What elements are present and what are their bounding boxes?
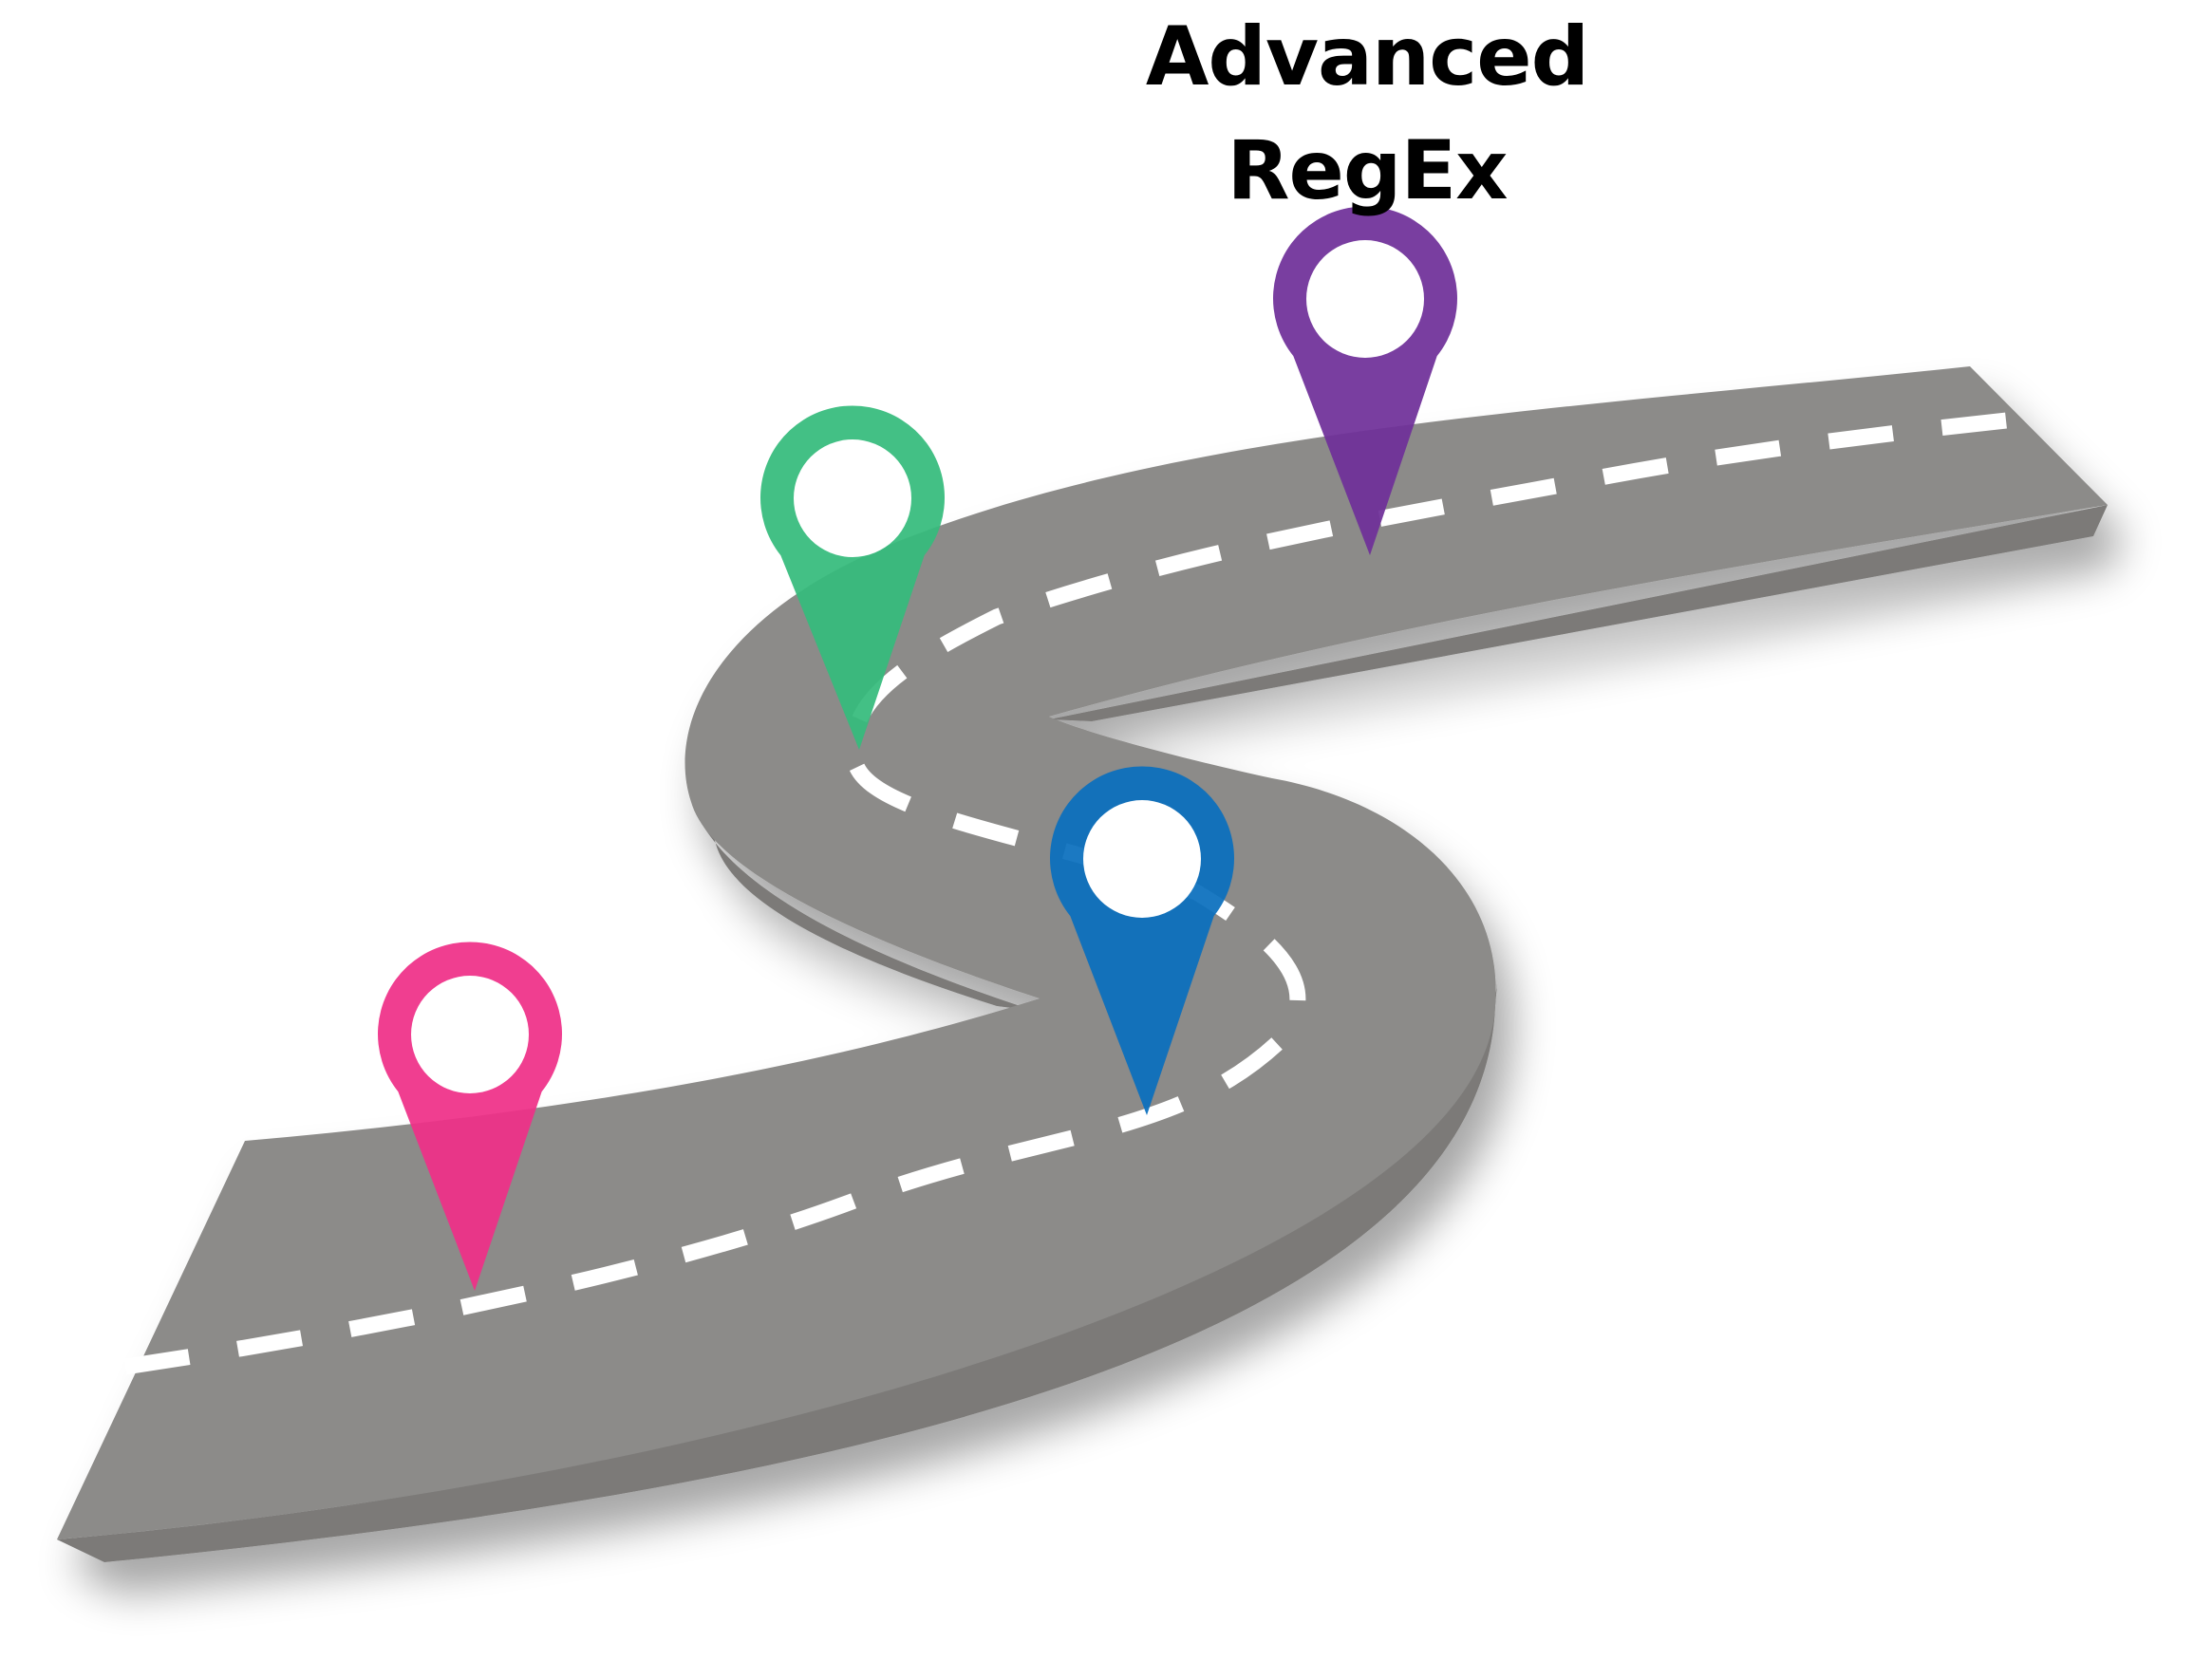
- milestone-label-advanced-regex: Advanced RegEx: [1130, 0, 1604, 228]
- road: [57, 366, 2108, 1562]
- milestone-pin-2: [760, 405, 945, 750]
- pin-hole: [794, 439, 911, 557]
- milestone-pin-1: [377, 942, 562, 1291]
- lane-marking: [123, 407, 2052, 1375]
- pin-hole: [1083, 800, 1201, 918]
- milestone-pin-3: [1050, 766, 1234, 1115]
- milestone-pins: [377, 206, 1457, 1291]
- pin-hole: [1306, 240, 1424, 358]
- pin-hole: [411, 976, 529, 1093]
- milestone-pin-4: [1272, 206, 1457, 555]
- road-surface: [57, 366, 2108, 1539]
- milestone-label-line1: Advanced: [1145, 9, 1589, 104]
- milestone-label-line2: RegEx: [1227, 123, 1508, 218]
- road-edge-right: [1049, 505, 2108, 721]
